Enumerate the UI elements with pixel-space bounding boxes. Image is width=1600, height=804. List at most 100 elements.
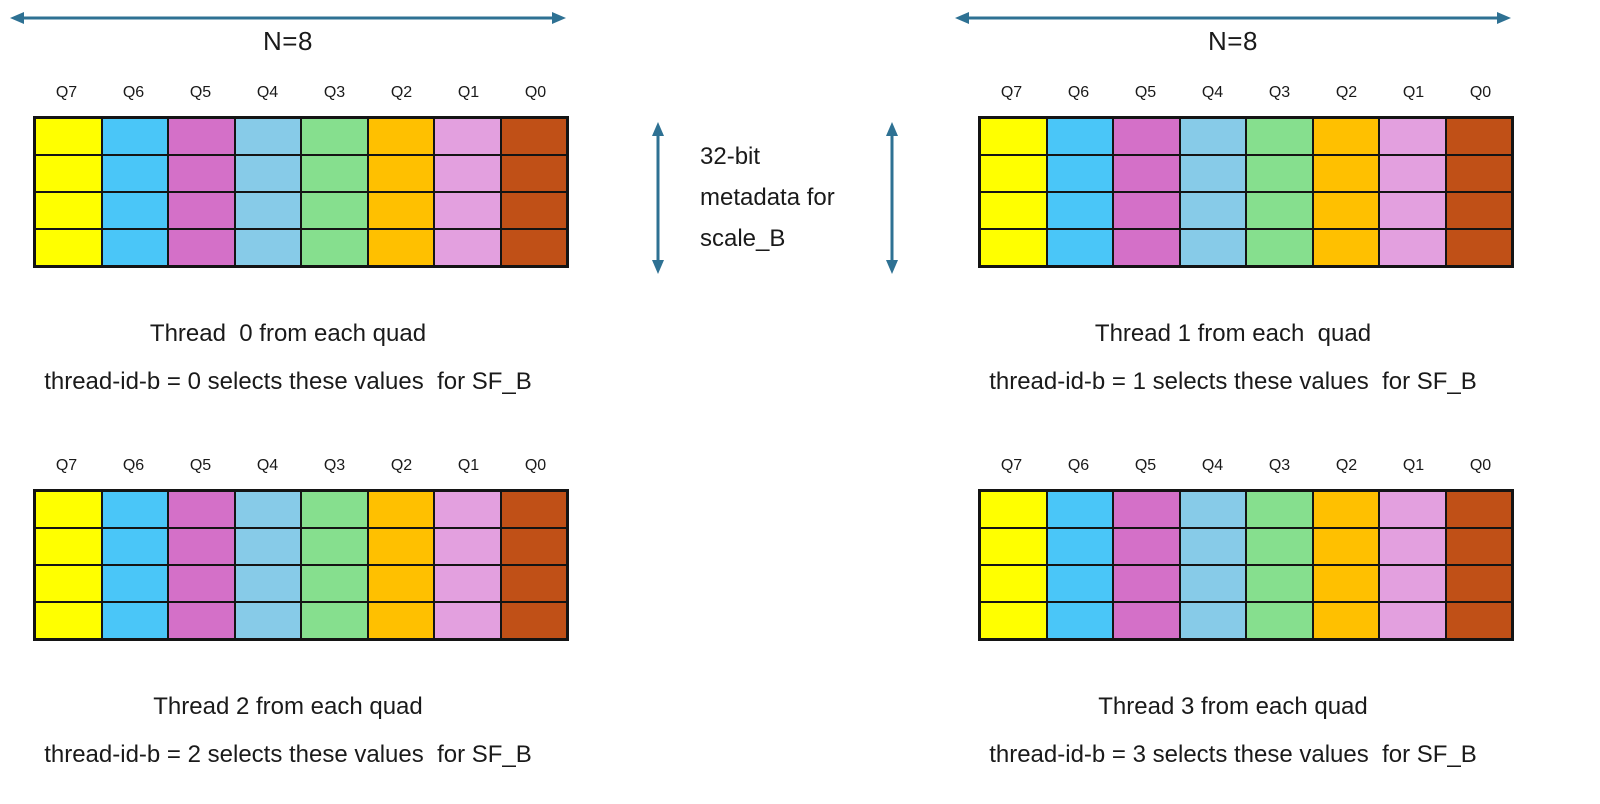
grid-cell-q5-row3	[168, 602, 235, 639]
grid-cell-q2-row3	[1312, 602, 1379, 639]
grid-cell-q7-row0	[980, 118, 1047, 155]
grid-cell-q7-row3	[980, 229, 1047, 266]
metadata-annotation: 32-bit metadata for scale_B	[700, 136, 890, 259]
panel-subtitle: thread-id-b = 3 selects these values for…	[989, 741, 1477, 768]
grid-cell-q5-row0	[168, 118, 235, 155]
grid-cell-q4-row0	[234, 118, 301, 155]
grid-cell-q5-row0	[1113, 118, 1180, 155]
grid-cell-q6-row2	[1046, 565, 1113, 602]
grid-cell-q1-row3	[1379, 602, 1446, 639]
grid-cell-q1-row1	[434, 528, 501, 565]
quad-label-q7: Q7	[55, 457, 78, 474]
grid-cell-q6-row0	[101, 491, 168, 528]
n8-label: N=8	[263, 26, 313, 56]
grid-cell-q0-row0	[500, 118, 567, 155]
grid-cell-q6-row1	[101, 528, 168, 565]
grid-cell-q3-row2	[301, 192, 368, 229]
grid-cell-q1-row0	[434, 491, 501, 528]
grid-cell-q6-row2	[1046, 192, 1113, 229]
grid-cell-q0-row2	[1445, 565, 1512, 602]
grid-cell-q5-row2	[168, 565, 235, 602]
grid-cell-q1-row2	[1379, 565, 1446, 602]
grid-cell-q1-row0	[1379, 118, 1446, 155]
grid-cell-q5-row1	[1113, 528, 1180, 565]
grid-cell-q1-row2	[434, 565, 501, 602]
grid-cell-q7-row2	[980, 192, 1047, 229]
grid-cell-q7-row0	[35, 491, 102, 528]
grid-cell-q7-row3	[35, 602, 102, 639]
grid-cell-q1-row2	[434, 192, 501, 229]
quad-label-q7: Q7	[55, 84, 78, 101]
grid-cell-q0-row2	[500, 192, 567, 229]
grid-cell-q6-row1	[1046, 528, 1113, 565]
grid-cell-q2-row3	[1312, 229, 1379, 266]
quad-label-q0: Q0	[524, 84, 547, 101]
grid-cell-q3-row0	[1246, 491, 1313, 528]
quad-label-q6: Q6	[122, 84, 145, 101]
grid-cell-q7-row1	[980, 155, 1047, 192]
grid-cell-q4-row3	[234, 229, 301, 266]
grid-cell-q5-row3	[168, 229, 235, 266]
panel-title: Thread 0 from each quad	[149, 320, 427, 347]
quad-label-q3: Q3	[323, 457, 346, 474]
panel-subtitle: thread-id-b = 1 selects these values for…	[989, 368, 1477, 395]
quad-label-q4: Q4	[1201, 457, 1224, 474]
grid-cell-q2-row0	[1312, 118, 1379, 155]
metadata-annotation-line: scale_B	[700, 225, 786, 252]
grid-cell-q3-row1	[301, 155, 368, 192]
quad-label-q1: Q1	[1402, 457, 1425, 474]
quad-label-q0: Q0	[1469, 457, 1492, 474]
grid-cell-q2-row2	[367, 192, 434, 229]
grid-cell-q4-row3	[234, 602, 301, 639]
grid-cell-q0-row2	[500, 565, 567, 602]
quad-label-q1: Q1	[457, 84, 480, 101]
grid-cell-q5-row3	[1113, 602, 1180, 639]
grid-cell-q6-row0	[101, 118, 168, 155]
grid-cell-q7-row2	[35, 192, 102, 229]
grid-cell-q3-row1	[1246, 528, 1313, 565]
quad-label-q1: Q1	[457, 457, 480, 474]
quad-label-q3: Q3	[1268, 457, 1291, 474]
n8-width-arrow-left	[10, 10, 566, 26]
panel-subtitle: thread-id-b = 0 selects these values for…	[44, 368, 532, 395]
grid-cell-q2-row1	[1312, 528, 1379, 565]
grid-cell-q6-row0	[1046, 118, 1113, 155]
grid-cell-q4-row0	[1179, 491, 1246, 528]
grid-cell-q5-row2	[168, 192, 235, 229]
grid-cell-q7-row3	[35, 229, 102, 266]
grid-cell-q3-row3	[1246, 229, 1313, 266]
metadata-grid-thread-3	[978, 489, 1514, 641]
grid-cell-q5-row2	[1113, 565, 1180, 602]
grid-cell-q0-row1	[500, 155, 567, 192]
grid-cell-q2-row1	[367, 528, 434, 565]
metadata-grid-thread-1	[978, 116, 1514, 268]
grid-cell-q2-row0	[1312, 491, 1379, 528]
grid-cell-q0-row3	[500, 602, 567, 639]
grid-cell-q7-row3	[980, 602, 1047, 639]
quad-label-q2: Q2	[390, 84, 413, 101]
metadata-grid-thread-0	[33, 116, 569, 268]
grid-cell-q7-row2	[35, 565, 102, 602]
grid-cell-q0-row3	[500, 229, 567, 266]
grid-cell-q6-row3	[1046, 229, 1113, 266]
grid-cell-q1-row2	[1379, 192, 1446, 229]
quad-label-q2: Q2	[1335, 457, 1358, 474]
quad-label-q7: Q7	[1000, 84, 1023, 101]
quad-label-q1: Q1	[1402, 84, 1425, 101]
grid-cell-q5-row0	[168, 491, 235, 528]
grid-cell-q3-row2	[1246, 192, 1313, 229]
grid-cell-q4-row1	[234, 155, 301, 192]
grid-cell-q0-row3	[1445, 602, 1512, 639]
grid-cell-q1-row1	[434, 155, 501, 192]
metadata-grid-thread-2	[33, 489, 569, 641]
grid-cell-q4-row3	[1179, 229, 1246, 266]
quad-label-q4: Q4	[256, 84, 279, 101]
quad-label-q5: Q5	[1134, 84, 1157, 101]
panel-title: Thread 3 from each quad	[1098, 693, 1368, 720]
grid-cell-q1-row1	[1379, 528, 1446, 565]
